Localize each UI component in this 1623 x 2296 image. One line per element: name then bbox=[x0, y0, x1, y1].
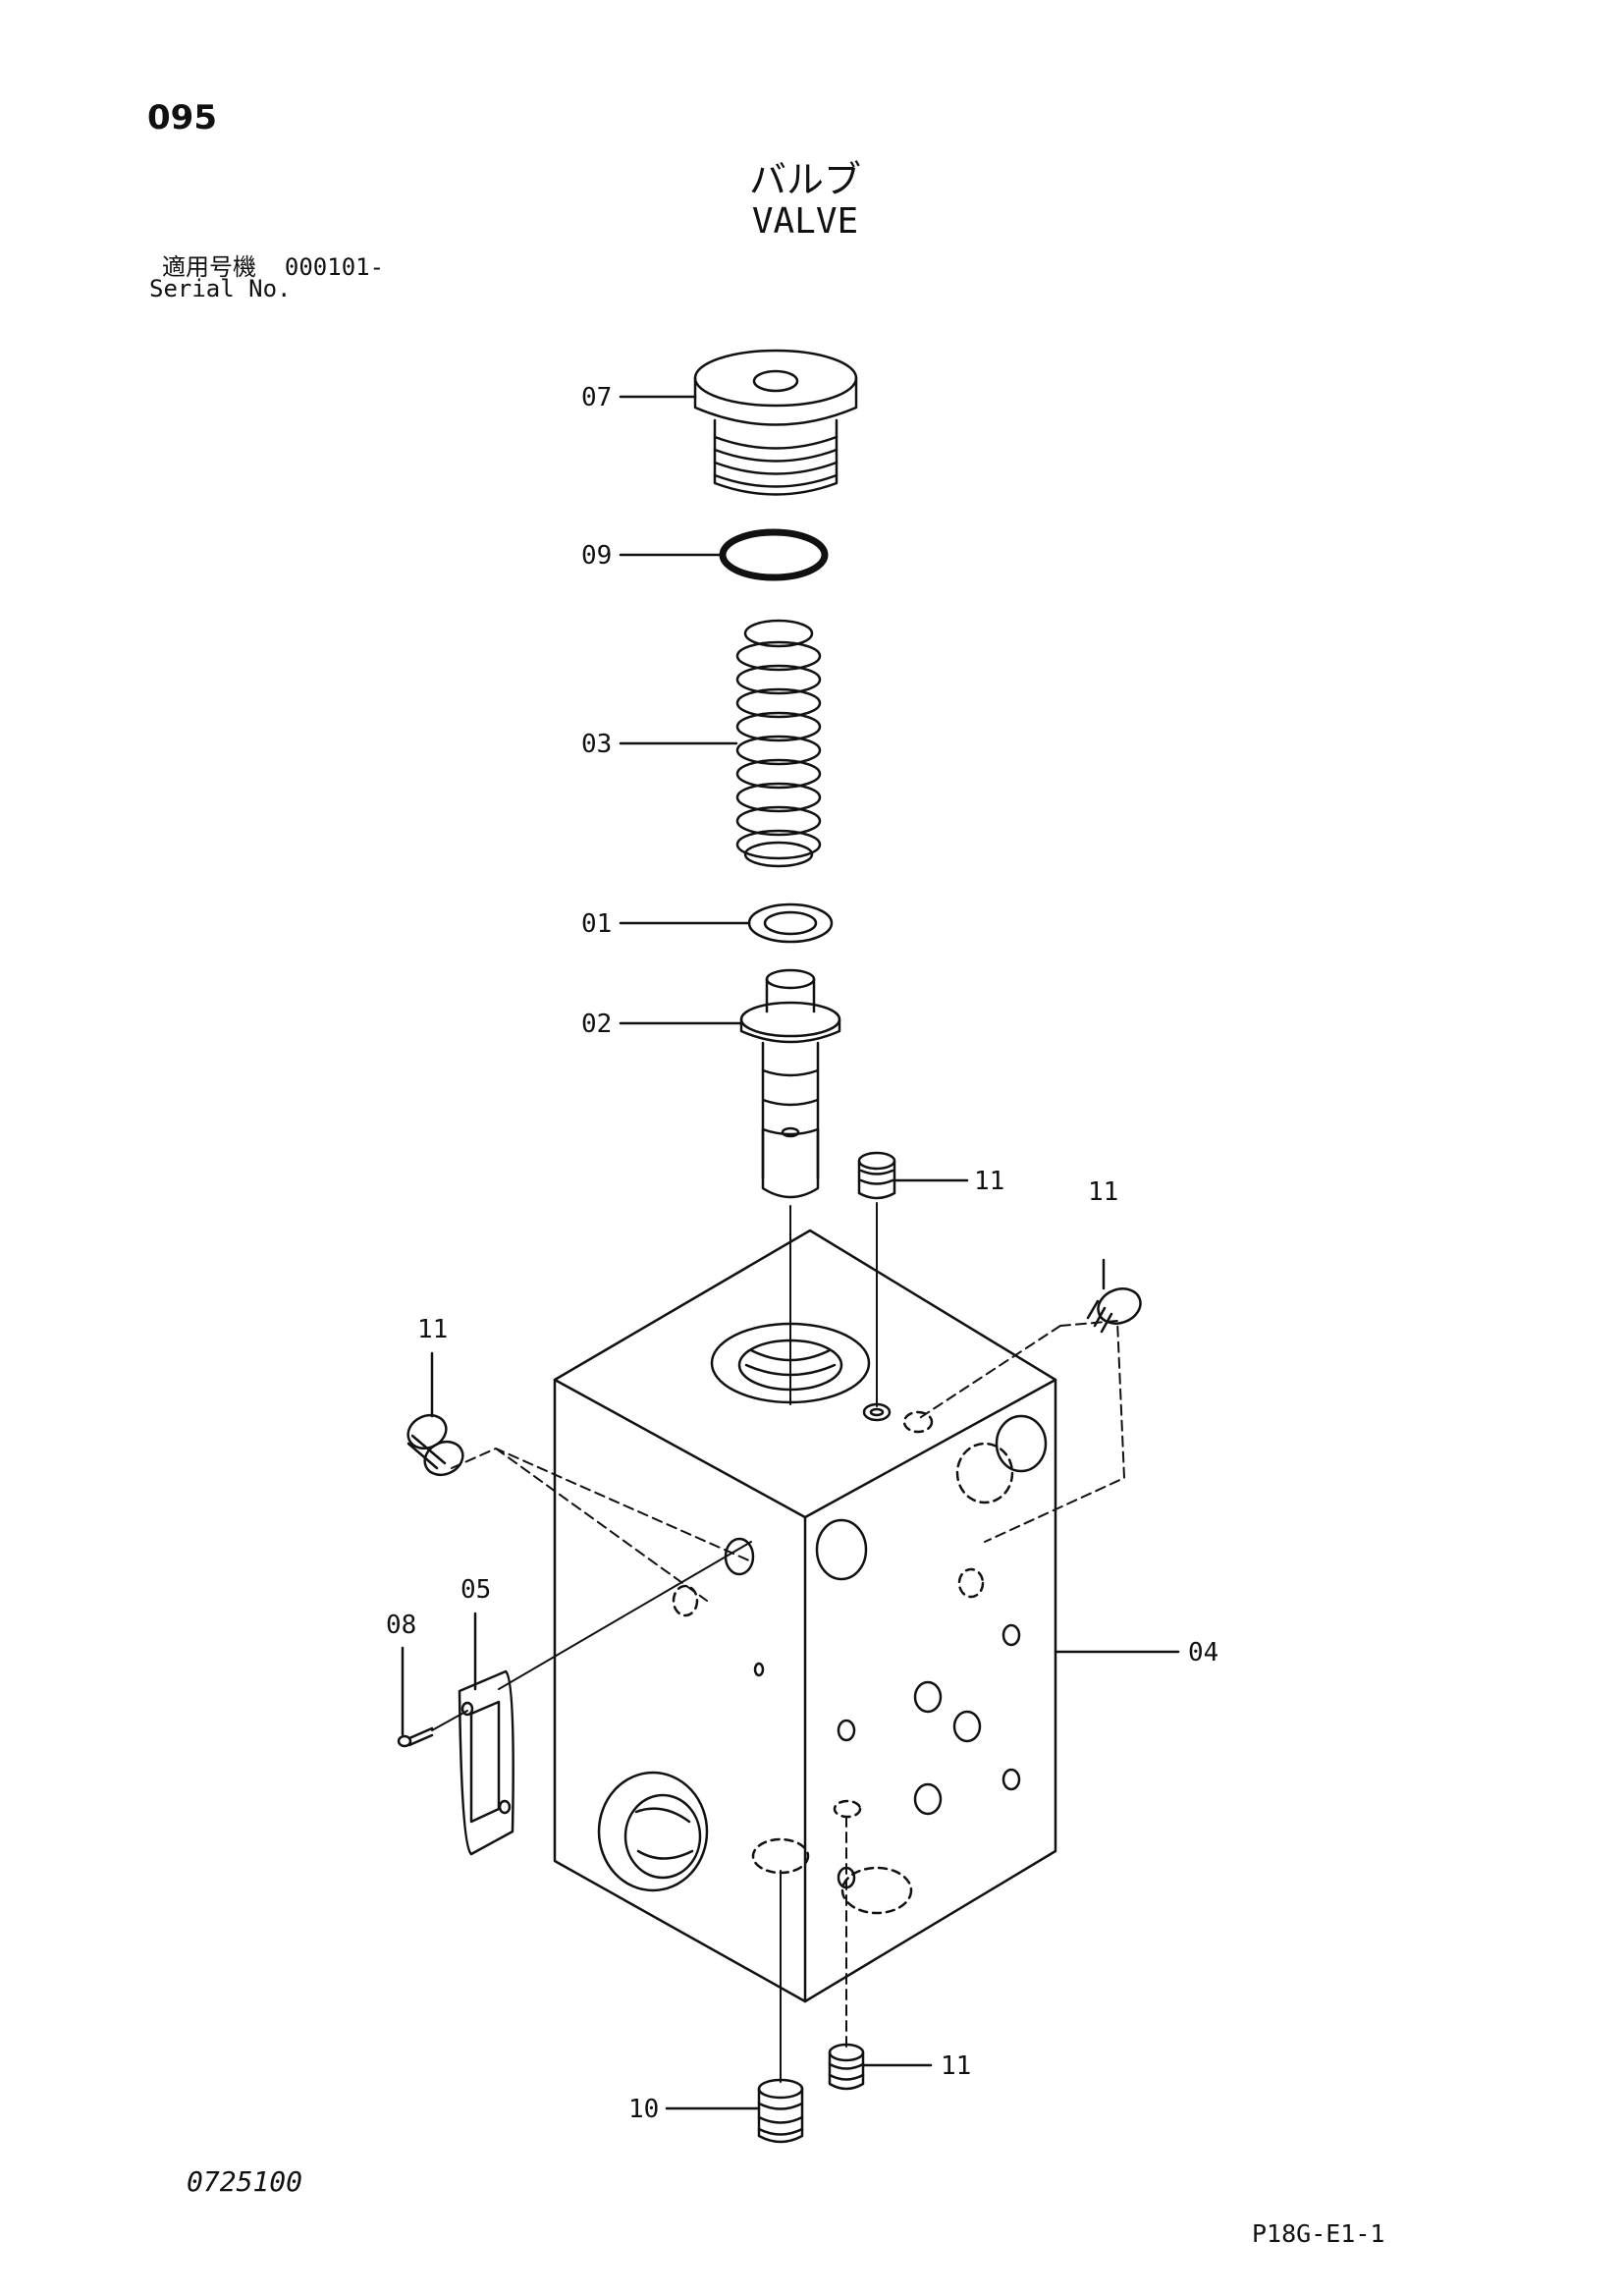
page-number: 095 bbox=[147, 98, 217, 137]
callout-07: 07 bbox=[581, 383, 612, 412]
plate-05-drawing bbox=[458, 1541, 752, 1856]
callout-01: 01 bbox=[581, 909, 612, 939]
plug-11-top-drawing bbox=[857, 1151, 896, 1407]
valve-block-04-drawing bbox=[451, 1229, 1125, 2083]
callout-04: 04 bbox=[1188, 1638, 1218, 1667]
plug-10-bottom-drawing bbox=[757, 2078, 804, 2144]
screw-08-drawing bbox=[397, 1710, 468, 1748]
callout-09: 09 bbox=[581, 541, 612, 571]
callout-08: 08 bbox=[386, 1611, 416, 1640]
callout-03: 03 bbox=[581, 730, 612, 759]
callout-11-bottom: 11 bbox=[941, 2051, 971, 2081]
callout-11-right: 11 bbox=[1088, 1177, 1118, 1207]
callout-10: 10 bbox=[628, 2095, 659, 2124]
title-japanese: バルブ bbox=[748, 158, 861, 201]
plug-07-drawing bbox=[693, 349, 858, 496]
serial-label-english: Serial No. bbox=[149, 275, 292, 302]
sheet-code: P18G-E1-1 bbox=[1252, 2219, 1385, 2248]
title-english: VALVE bbox=[751, 201, 859, 242]
document-code: 0725100 bbox=[187, 2165, 303, 2198]
washer-01-drawing bbox=[747, 902, 834, 944]
serial-applicability: 適用号機 000101- bbox=[162, 247, 384, 282]
plug-11-right-drawing bbox=[1086, 1287, 1142, 1334]
serial-label-japanese: 適用号機 bbox=[162, 253, 256, 281]
o-ring-09-drawing bbox=[719, 528, 829, 581]
spring-03-drawing bbox=[735, 619, 822, 868]
plug-11-bottom-drawing bbox=[828, 2043, 865, 2091]
spool-02-drawing bbox=[739, 968, 841, 1405]
callout-02: 02 bbox=[581, 1010, 612, 1039]
callout-05: 05 bbox=[460, 1575, 491, 1605]
serial-number: 000101- bbox=[284, 253, 385, 281]
callout-11-top: 11 bbox=[974, 1167, 1004, 1196]
callout-11-left: 11 bbox=[417, 1315, 448, 1344]
plug-11-left-drawing bbox=[406, 1413, 464, 1477]
